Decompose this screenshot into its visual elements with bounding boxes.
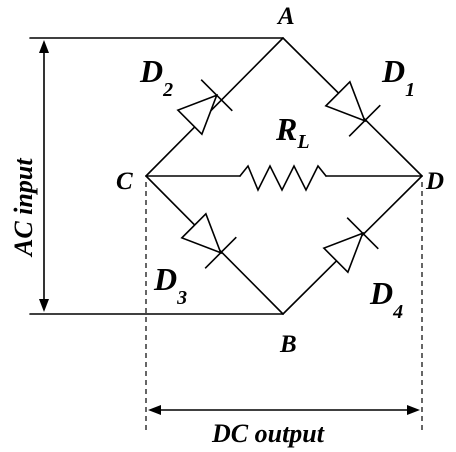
ac-input-arrow-top	[39, 40, 49, 53]
dc-output-arrow-right	[407, 405, 420, 415]
diode-d4	[322, 217, 379, 274]
ac-input-arrow-bottom	[39, 299, 49, 312]
diode-d1	[324, 80, 381, 137]
diode-d2	[176, 79, 233, 136]
diode-d1-bar	[348, 104, 381, 137]
node-label-a: A	[276, 3, 295, 30]
resistor-label-rl: RL	[275, 111, 310, 153]
diode-d2-bar	[200, 79, 233, 112]
wire-a-to-c	[145, 37, 284, 177]
node-label-d: D	[425, 168, 444, 195]
ac-input-label: AC input	[9, 158, 38, 258]
dc-output-label: DC output	[211, 419, 325, 448]
diode-label-d1: D1	[381, 53, 415, 101]
diode-label-d4: D4	[369, 275, 403, 323]
diode-d3	[180, 212, 237, 269]
ac-input-feed	[29, 37, 284, 315]
diode-label-d3: D3	[153, 261, 187, 309]
diode-label-d2: D2	[139, 53, 173, 101]
diode-d2-triangle	[176, 93, 219, 136]
diode-d4-triangle	[322, 231, 365, 274]
diode-d3-triangle	[180, 212, 223, 255]
dc-output-arrow-left	[148, 405, 161, 415]
diode-d3-bar	[204, 236, 237, 269]
node-label-c: C	[116, 168, 133, 195]
diode-d4-bar	[346, 217, 379, 250]
diode-d1-triangle	[324, 80, 367, 123]
load-resistor-branch	[145, 164, 423, 192]
dc-output-marker	[145, 182, 423, 432]
node-label-b: B	[279, 331, 297, 358]
resistor-rl-zigzag	[239, 164, 327, 192]
